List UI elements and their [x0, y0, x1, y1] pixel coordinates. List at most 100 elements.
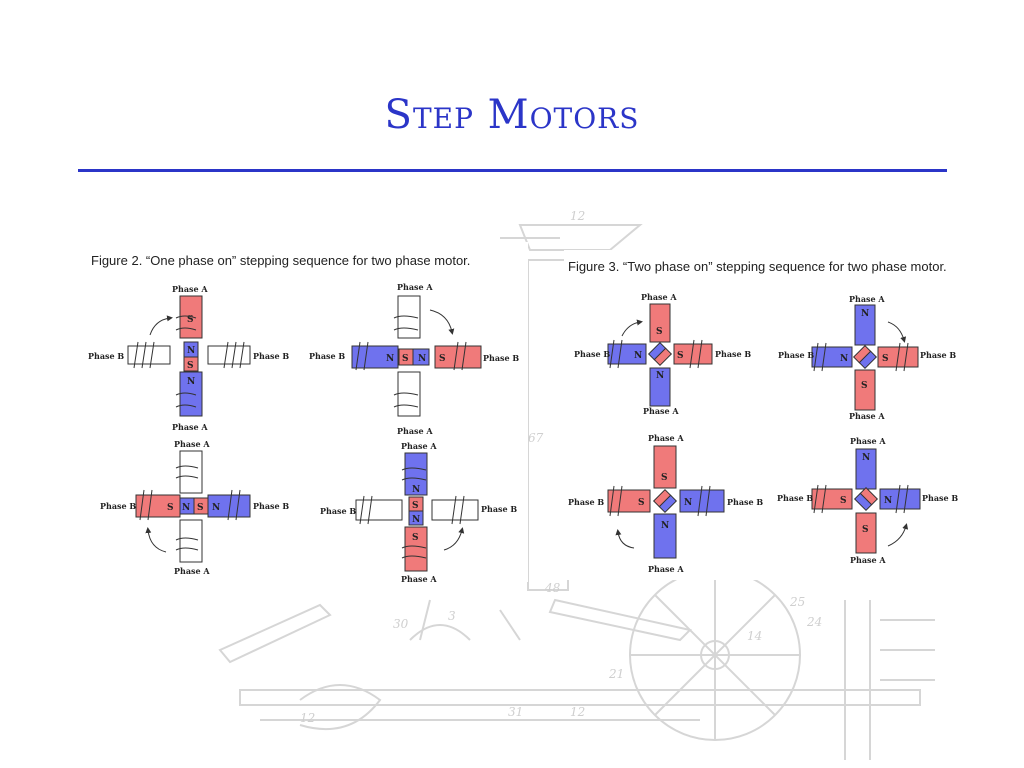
svg-text:Phase B: Phase B: [100, 501, 136, 511]
svg-text:Phase A: Phase A: [643, 406, 679, 416]
coil-b-right: [207, 345, 251, 365]
svg-text:Phase B: Phase B: [568, 497, 604, 507]
svg-text:Phase B: Phase B: [777, 493, 813, 503]
south-pole: [653, 445, 677, 489]
fig3-step-4: N S S N Phase A Phase A Phase B Phase B: [777, 436, 958, 565]
figure3-panel: [564, 250, 984, 580]
north-pole: [679, 489, 725, 513]
south-pole: [607, 489, 651, 513]
svg-text:Phase B: Phase B: [920, 350, 956, 360]
bg-number: 12: [300, 711, 315, 725]
south-pole: [854, 369, 876, 411]
bg-number: 12: [570, 705, 585, 719]
svg-text:Phase B: Phase B: [253, 351, 289, 361]
figure2-caption: Figure 2. “One phase on” stepping sequen…: [91, 253, 471, 268]
fig3-step-1: S N N S Phase A Phase A Phase B Phase B: [574, 292, 751, 416]
fig2-step-1: S N N S Phase A Phase A Phase B Phase B: [88, 284, 289, 432]
svg-text:Phase A: Phase A: [397, 282, 433, 292]
bg-number: 14: [747, 629, 762, 643]
bg-number: 30: [393, 617, 409, 631]
svg-text:S: S: [677, 351, 684, 361]
svg-text:N: N: [418, 354, 426, 364]
slide-title: Step Motors: [384, 92, 640, 138]
bg-number: 24: [806, 615, 822, 629]
svg-text:S: S: [661, 473, 668, 483]
north-pole: [653, 513, 677, 559]
north-pole: [351, 345, 399, 369]
north-pole: [879, 488, 921, 510]
fig3-step-2: N S N S Phase A Phase A Phase B Phase B: [778, 294, 956, 421]
svg-text:Phase A: Phase A: [174, 566, 210, 576]
fig2-step-4: N S S N Phase A Phase A Phase B Phase B: [320, 441, 517, 584]
svg-text:S: S: [187, 315, 194, 325]
svg-text:N: N: [187, 377, 195, 387]
svg-text:N: N: [187, 346, 195, 356]
svg-text:S: S: [861, 381, 868, 391]
svg-text:N: N: [862, 453, 870, 463]
svg-text:Phase A: Phase A: [648, 564, 684, 574]
coil-b-left: [127, 345, 171, 365]
svg-text:N: N: [182, 503, 190, 513]
svg-text:Phase A: Phase A: [172, 284, 208, 294]
svg-text:N: N: [412, 485, 420, 495]
svg-text:Phase B: Phase B: [320, 506, 356, 516]
svg-text:S: S: [638, 498, 645, 508]
svg-text:Phase B: Phase B: [922, 493, 958, 503]
svg-text:N: N: [861, 309, 869, 319]
svg-text:N: N: [634, 351, 642, 361]
svg-text:Phase B: Phase B: [481, 504, 517, 514]
svg-text:N: N: [412, 515, 420, 525]
north-pole: [404, 452, 428, 496]
svg-text:Phase A: Phase A: [849, 411, 885, 421]
bg-number: 21: [608, 667, 624, 681]
bg-number: 12: [570, 209, 585, 223]
south-pole: [434, 345, 482, 369]
svg-text:Phase A: Phase A: [850, 436, 886, 446]
svg-text:S: S: [412, 501, 419, 511]
north-pole: [811, 346, 853, 368]
south-pole: [811, 488, 853, 510]
svg-text:N: N: [840, 354, 848, 364]
svg-text:S: S: [197, 503, 204, 513]
north-pole: [607, 343, 647, 365]
svg-text:Phase A: Phase A: [648, 433, 684, 443]
svg-text:Phase A: Phase A: [174, 439, 210, 449]
svg-text:Phase B: Phase B: [715, 349, 751, 359]
svg-text:N: N: [661, 521, 669, 531]
svg-text:N: N: [386, 354, 394, 364]
title-underline: [78, 169, 947, 172]
svg-text:S: S: [882, 354, 889, 364]
svg-text:Phase B: Phase B: [253, 501, 289, 511]
south-pole: [404, 526, 428, 572]
svg-text:S: S: [840, 496, 847, 506]
figure2-panel: [74, 242, 528, 582]
svg-text:Phase A: Phase A: [849, 294, 885, 304]
bg-number: 31: [508, 705, 523, 719]
svg-text:Phase B: Phase B: [88, 351, 124, 361]
bg-number: 3: [448, 609, 456, 623]
north-pole: [649, 367, 671, 407]
svg-text:Phase B: Phase B: [574, 349, 610, 359]
svg-text:S: S: [412, 533, 419, 543]
figure3-caption: Figure 3. “Two phase on” stepping sequen…: [568, 259, 947, 274]
svg-text:S: S: [656, 327, 663, 337]
rotor-south: [183, 356, 199, 372]
svg-text:Phase A: Phase A: [401, 574, 437, 584]
svg-text:S: S: [167, 503, 174, 513]
svg-text:Phase B: Phase B: [309, 351, 345, 361]
svg-text:Phase A: Phase A: [172, 422, 208, 432]
svg-text:Phase B: Phase B: [778, 350, 814, 360]
bg-number: 67: [528, 431, 544, 445]
svg-text:Phase A: Phase A: [401, 441, 437, 451]
svg-text:N: N: [656, 371, 664, 381]
fig3-step-3: S N S N Phase A Phase A Phase B Phase B: [568, 433, 763, 574]
svg-text:Phase B: Phase B: [483, 353, 519, 363]
svg-text:S: S: [862, 525, 869, 535]
bg-number: 48: [544, 581, 561, 595]
svg-text:Phase A: Phase A: [850, 555, 886, 565]
svg-text:Phase A: Phase A: [641, 292, 677, 302]
svg-text:S: S: [187, 361, 194, 371]
